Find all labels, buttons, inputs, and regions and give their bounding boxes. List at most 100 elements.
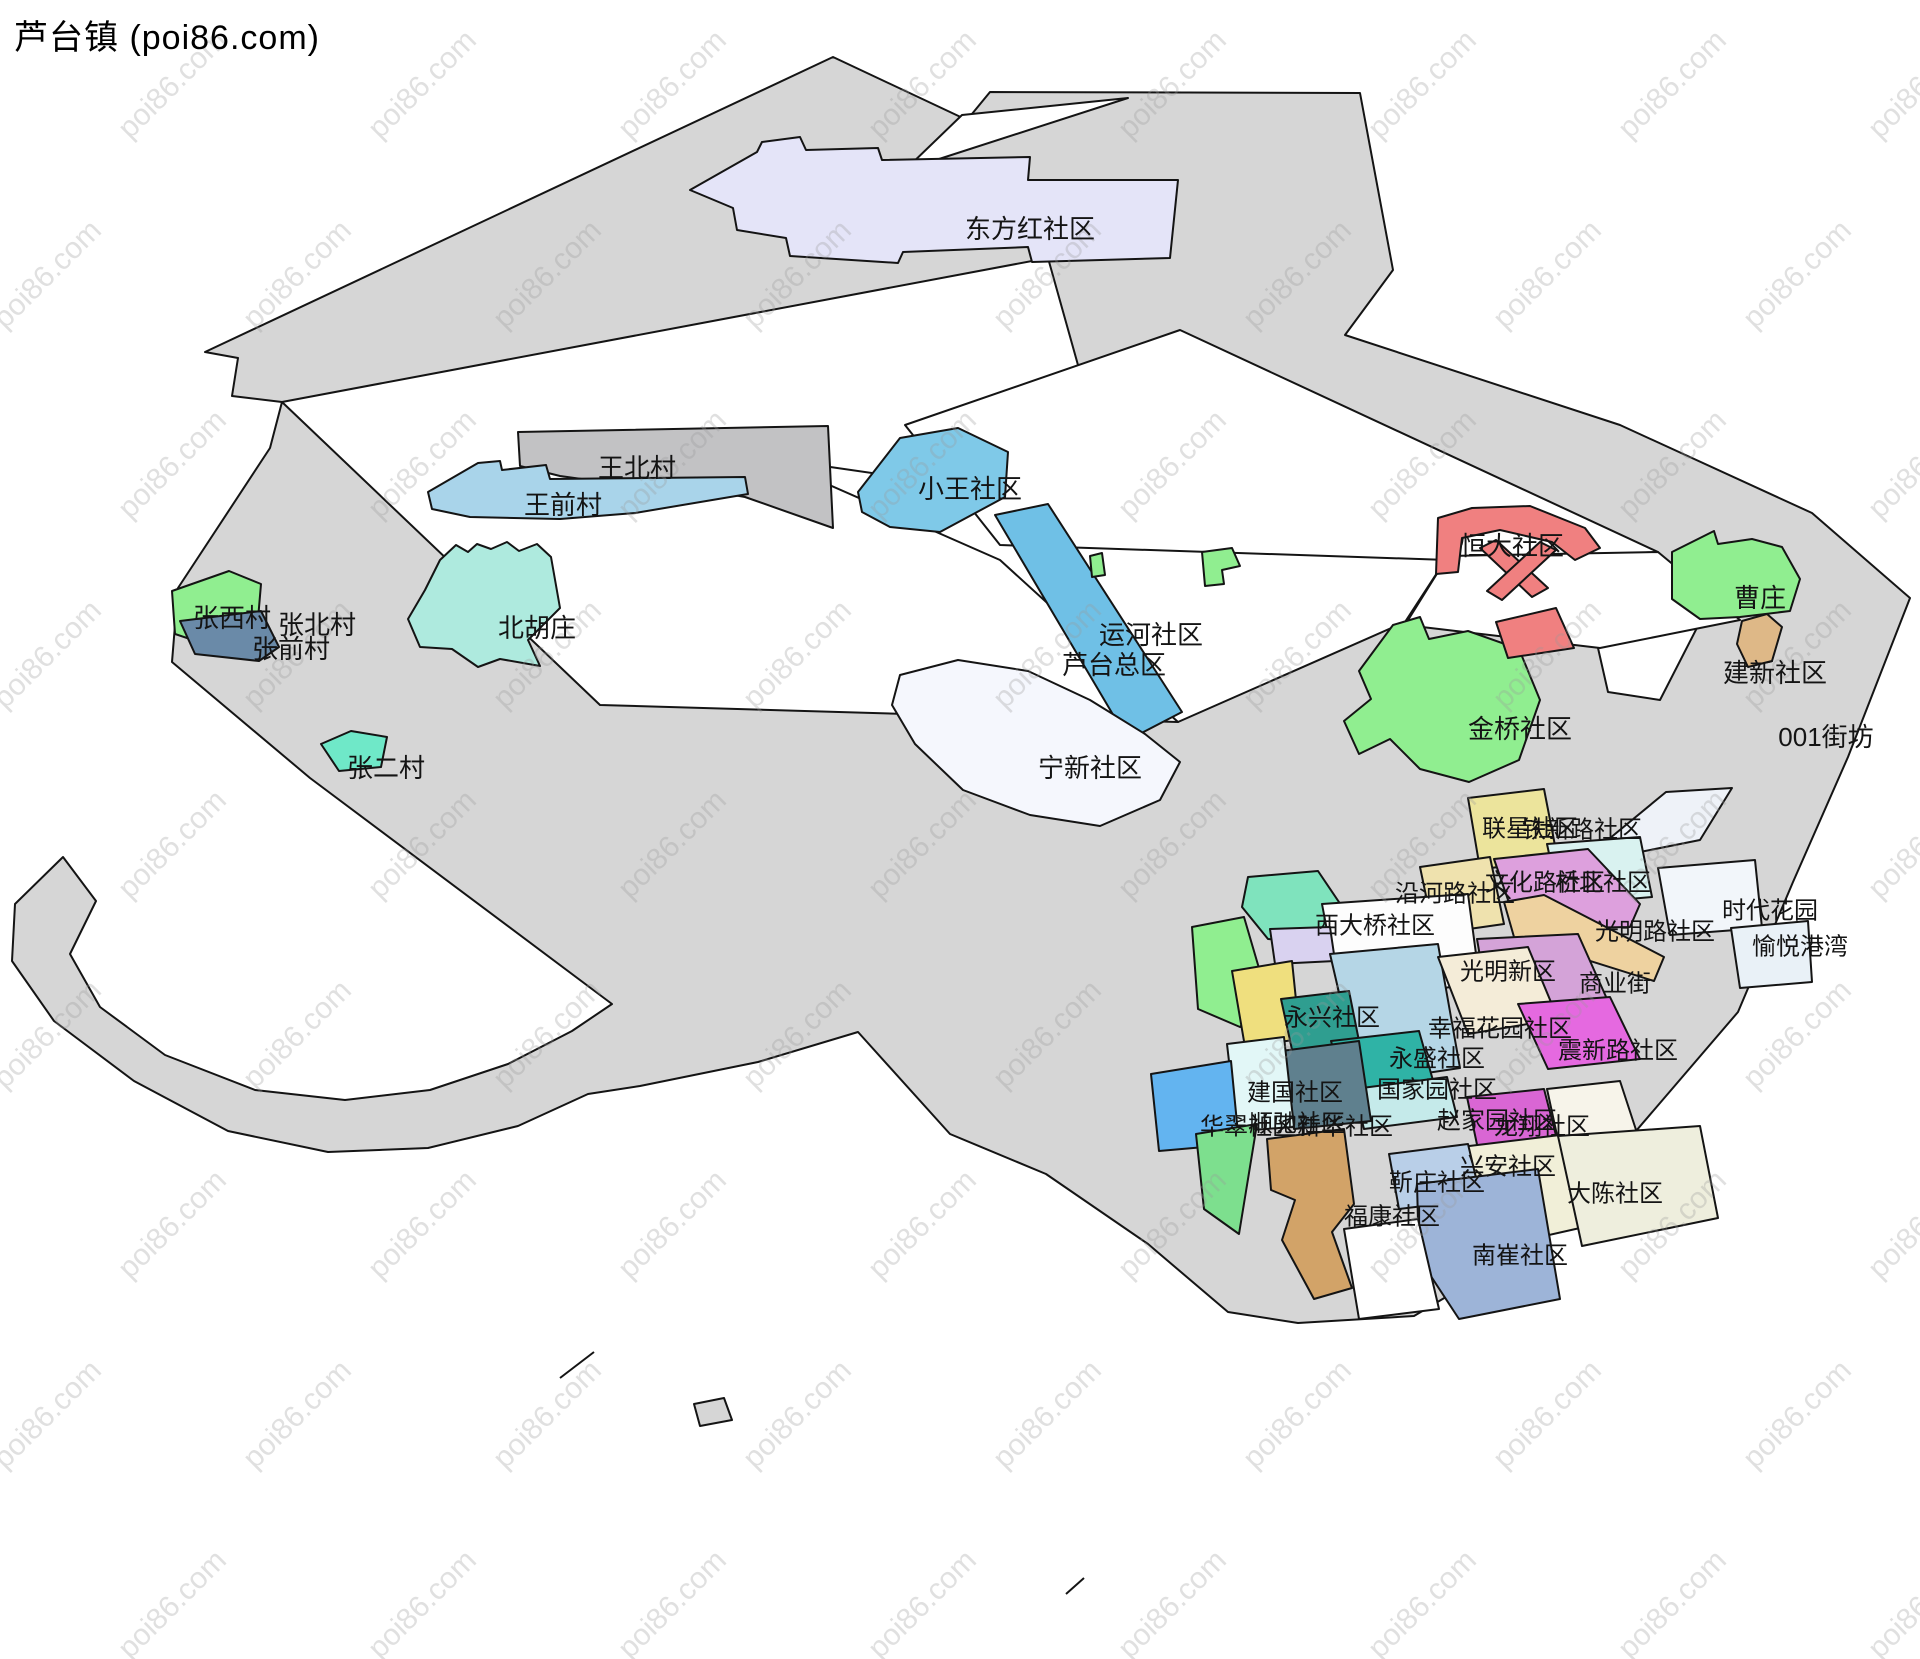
- community-polygons-layer: [171, 136, 1813, 1595]
- region-label-9: 金桥社区: [1468, 714, 1572, 744]
- region-polygon-4: [857, 427, 1009, 533]
- watermark-text: poi86.com: [737, 1354, 858, 1475]
- region-label-1: 王北村: [598, 453, 676, 483]
- region-label-34: 永盛社区: [1389, 1045, 1485, 1072]
- watermark-text: poi86.com: [1862, 24, 1920, 145]
- watermark-text: poi86.com: [1737, 1354, 1858, 1475]
- watermark-text: poi86.com: [1612, 1544, 1733, 1659]
- watermark-text: poi86.com: [862, 1164, 983, 1285]
- region-label-17: 铁新路社区: [1522, 816, 1642, 843]
- region-polygon-27: [1503, 894, 1665, 982]
- region-label-50: 张西村: [193, 603, 271, 633]
- region-label-51: 张北村: [278, 610, 356, 640]
- region-polygon-46: [1266, 1128, 1355, 1300]
- region-polygon-0: [689, 136, 1179, 264]
- watermark-text: poi86.com: [1112, 1544, 1233, 1659]
- region-label-16: 联星社区: [1482, 815, 1578, 842]
- watermark-text: poi86.com: [362, 1544, 483, 1659]
- region-polygon-10: [1671, 530, 1801, 620]
- hengda-ring: [1435, 505, 1601, 575]
- region-label-46: 福康社区: [1344, 1203, 1440, 1230]
- region-label-52: 张前村: [252, 634, 330, 664]
- watermark-text: poi86.com: [1487, 1354, 1608, 1475]
- region-label-42: 龙翔社区: [1494, 1113, 1590, 1140]
- region-label-33: 永兴社区: [1284, 1004, 1380, 1031]
- watermark-text: poi86.com: [112, 1544, 233, 1659]
- watermark-text: poi86.com: [0, 214, 108, 335]
- region-label-0: 东方红社区: [965, 214, 1095, 244]
- region-label-12: 001街坊: [1778, 722, 1873, 752]
- region-label-40: 华翠社区: [1200, 1113, 1296, 1140]
- watermark-text: poi86.com: [1737, 974, 1858, 1095]
- region-label-38: 顺驰社区: [1249, 1110, 1345, 1137]
- region-label-13: 时代花园: [1722, 897, 1818, 924]
- region-label-18: 文化路社区: [1485, 869, 1605, 896]
- region-label-32: 震新路社区: [1558, 1037, 1678, 1064]
- region-label-7: 宁新社区: [1038, 753, 1142, 783]
- hengda-x-b: [1486, 541, 1557, 601]
- region-polygon-9: [1343, 616, 1541, 783]
- region-polygon-7: [891, 659, 1181, 827]
- region-label-2: 王前村: [524, 490, 602, 520]
- small-green-b: [1089, 552, 1106, 578]
- watermark-text: poi86.com: [0, 594, 108, 715]
- watermark-text: poi86.com: [112, 404, 233, 525]
- region-label-29: 商业街: [1579, 970, 1651, 997]
- region-label-22: 西大桥社区: [1315, 912, 1435, 939]
- region-polygon-5: [994, 503, 1183, 741]
- region-label-36: 建国社区: [1247, 1079, 1343, 1106]
- region-polygon-31: [1517, 996, 1641, 1070]
- watermark-text: poi86.com: [612, 1544, 733, 1659]
- region-label-37: 国家园社区: [1377, 1076, 1497, 1103]
- watermark-text: poi86.com: [862, 1544, 983, 1659]
- watermark-text: poi86.com: [112, 1164, 233, 1285]
- watermark-text: poi86.com: [237, 1354, 358, 1475]
- watermark-text: poi86.com: [1862, 1164, 1920, 1285]
- watermark-text: poi86.com: [987, 1354, 1108, 1475]
- region-label-44: 大陈社区: [1567, 1180, 1663, 1207]
- region-label-11: 建新社区: [1723, 658, 1827, 688]
- region-polygon-44: [1557, 1125, 1719, 1247]
- region-label-45: 靳庄社区: [1389, 1169, 1485, 1196]
- watermark-text: poi86.com: [1862, 404, 1920, 525]
- region-label-35: 新华社区: [1297, 1113, 1393, 1140]
- region-polygon-49: [1343, 1218, 1440, 1320]
- region-label-20: 沿河路社区: [1395, 880, 1515, 907]
- region-label-19: 桥北社区: [1555, 869, 1651, 896]
- region-label-28: 光明新区: [1460, 958, 1556, 985]
- region-label-3: 北胡庄: [498, 613, 576, 643]
- region-label-14: 愉悦港湾: [1752, 933, 1848, 960]
- region-label-6: 芦台总区: [1062, 650, 1166, 680]
- watermark-text: poi86.com: [112, 784, 233, 905]
- stray-line-1: [1065, 1577, 1085, 1595]
- page-title: 芦台镇 (poi86.com): [14, 19, 320, 57]
- watermark-text: poi86.com: [1612, 24, 1733, 145]
- watermark-text: poi86.com: [1362, 1544, 1483, 1659]
- watermark-text: poi86.com: [362, 24, 483, 145]
- watermark-text: poi86.com: [237, 974, 358, 1095]
- watermark-text: poi86.com: [1362, 24, 1483, 145]
- region-polygon-53: [320, 730, 388, 772]
- region-label-10: 曹庄: [1734, 583, 1786, 613]
- region-polygon-52: [179, 610, 280, 662]
- watermark-text: poi86.com: [1862, 784, 1920, 905]
- region-label-43: 兴安社区: [1460, 1153, 1556, 1180]
- region-labels-layer: 东方红社区王北村王前村北胡庄小王社区运河社区芦台总区宁新社区恒大社区金桥社区曹庄…: [193, 214, 1874, 1269]
- region-label-5: 运河社区: [1099, 620, 1203, 650]
- small-green-a: [1201, 547, 1241, 587]
- watermark-text: poi86.com: [1487, 214, 1608, 335]
- white-gap-3: [904, 97, 1129, 171]
- watermark-text: poi86.com: [1862, 1544, 1920, 1659]
- watermark-text: poi86.com: [612, 1164, 733, 1285]
- region-polygon-2: [427, 460, 749, 520]
- watermark-text: poi86.com: [487, 1354, 608, 1475]
- watermark-text: poi86.com: [1237, 1354, 1358, 1475]
- watermark-text: poi86.com: [362, 1164, 483, 1285]
- region-label-8: 恒大社区: [1460, 531, 1564, 561]
- region-polygon-14: [1730, 920, 1813, 989]
- small-island: [693, 1397, 733, 1427]
- white-gap-5: [1404, 551, 1741, 649]
- region-polygon-3: [407, 541, 561, 668]
